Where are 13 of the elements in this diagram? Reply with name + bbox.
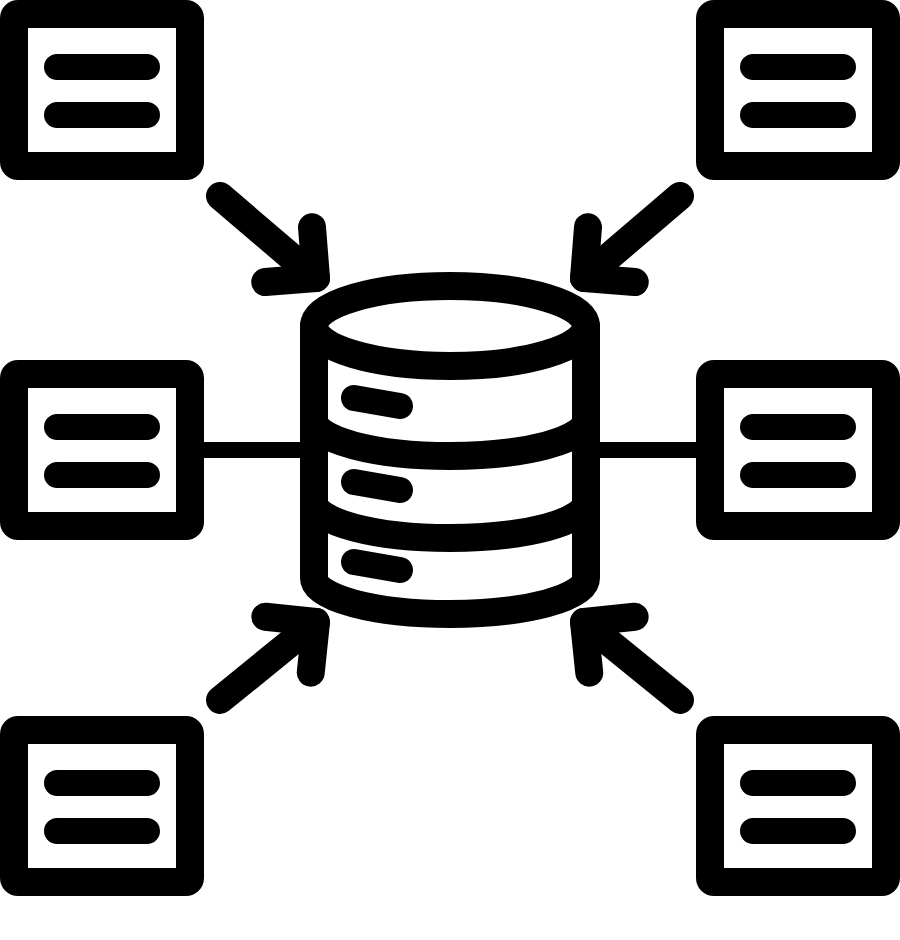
connector-line	[204, 442, 300, 458]
document-card	[696, 0, 900, 180]
connector-line	[600, 442, 696, 458]
document-card	[0, 716, 204, 896]
database-cylinder	[300, 272, 600, 628]
document-card	[0, 360, 204, 540]
arrow	[570, 182, 694, 296]
arrow	[206, 182, 330, 296]
document-card	[696, 716, 900, 896]
document-card	[0, 0, 204, 180]
document-card	[696, 360, 900, 540]
arrow	[206, 602, 330, 714]
arrow	[570, 602, 694, 714]
